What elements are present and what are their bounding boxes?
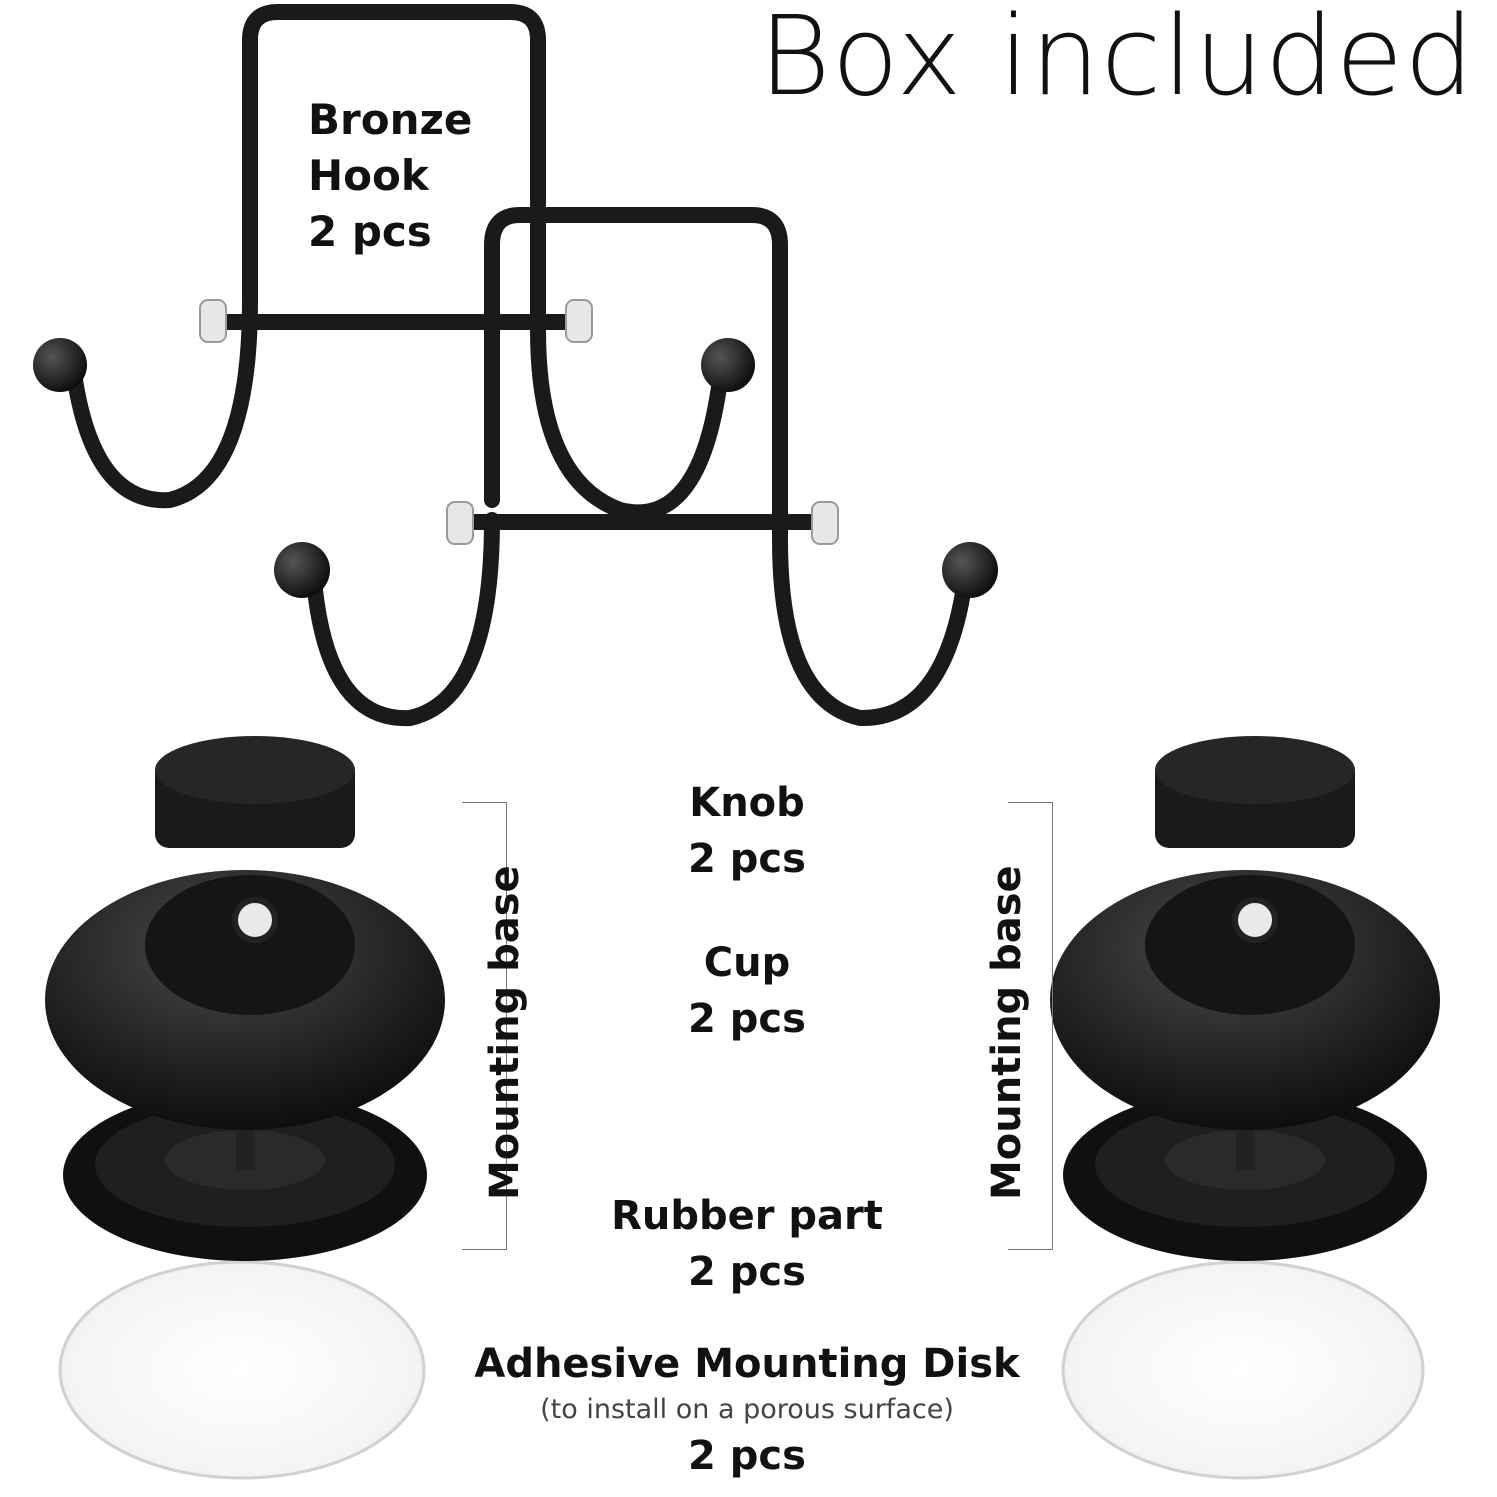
hook-1-ball-right [701,338,755,392]
disk-name: Adhesive Mounting Disk [474,1341,1020,1387]
rubber-name: Rubber part [611,1193,883,1239]
hook-2 [307,207,973,727]
adhesive-disk-left [58,1260,426,1480]
page-title: Box included [758,0,1475,120]
knob-qty: 2 pcs [688,836,806,882]
mounting-assembly-right [1050,736,1440,1480]
hook-label-line2: Hook [308,151,429,200]
cup-qty: 2 pcs [688,996,806,1042]
mounting-base-bracket-right [1008,802,1053,1250]
hook-2-ball-left [274,542,330,598]
hook-1 [67,4,728,521]
disk-qty: 2 pcs [688,1433,806,1479]
hook-label: Bronze Hook 2 pcs [308,92,472,260]
cup-label: Cup 2 pcs [347,935,1147,1047]
adhesive-disk-right [1061,1260,1425,1480]
mounting-base-label-right: Mounting base [984,865,1030,1200]
cup-name: Cup [703,940,791,986]
mounting-base-bracket-left [462,802,507,1250]
disk-note: (to install on a porous surface) [540,1394,954,1425]
mounting-base-label-left: Mounting base [482,865,528,1200]
rubber-label: Rubber part 2 pcs [347,1188,1147,1300]
rubber-qty: 2 pcs [688,1249,806,1295]
hook-1-ball-left [33,338,87,392]
knob-name: Knob [689,780,805,826]
hook-2-ball-right [942,542,998,598]
disk-label: Adhesive Mounting Disk (to install on a … [347,1336,1147,1484]
hook-label-line1: Bronze [308,95,473,144]
knob-label: Knob 2 pcs [347,775,1147,887]
mounting-assembly-left [45,736,445,1480]
hook-label-qty: 2 pcs [308,207,432,256]
